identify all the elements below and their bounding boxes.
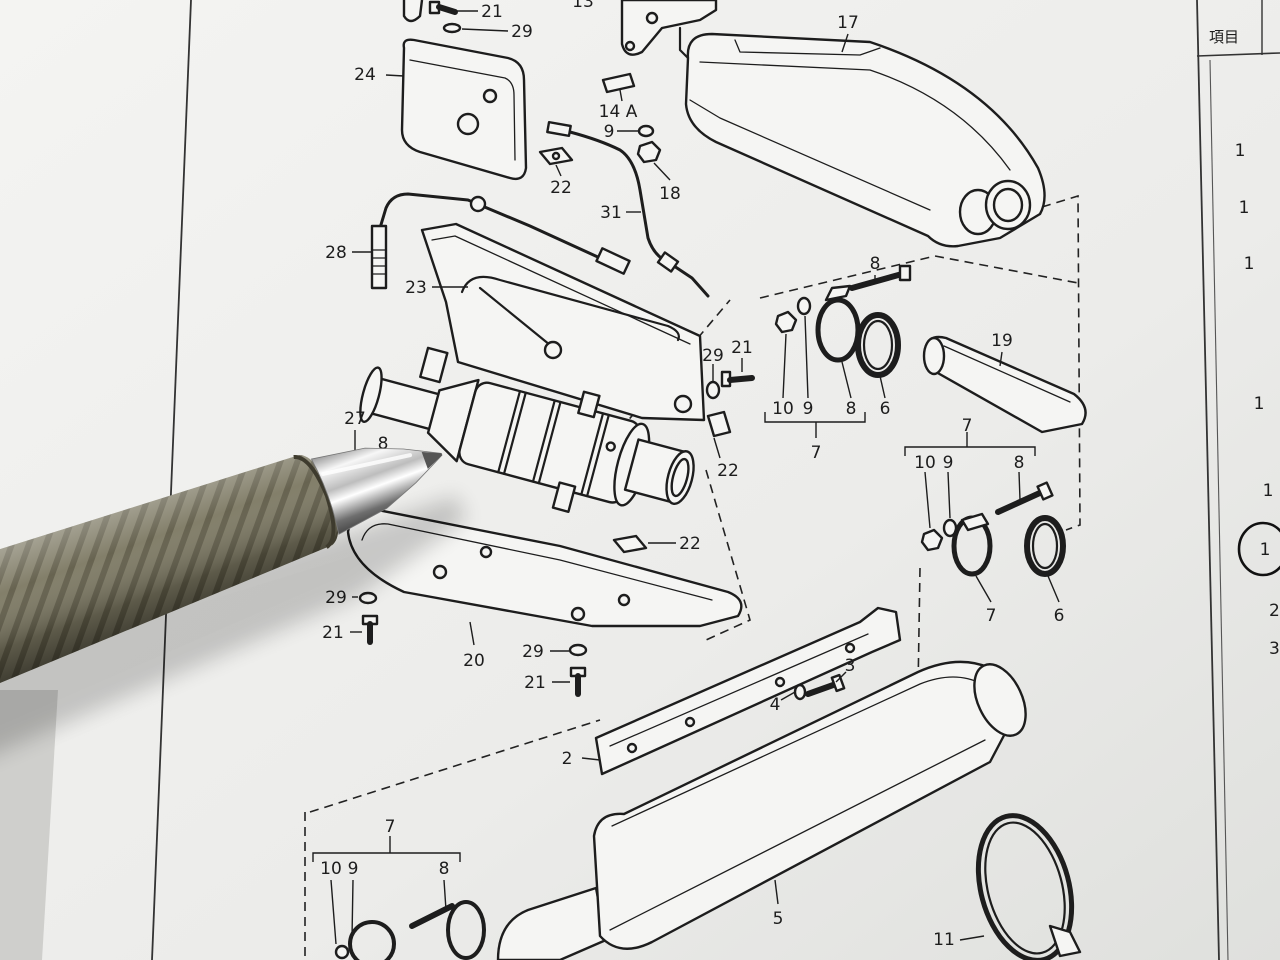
quantity-table: 項目 1 1 1 1 1 1 2 3 bbox=[1196, 0, 1280, 960]
callout-3: 3 bbox=[845, 656, 856, 676]
tail-pipe bbox=[922, 335, 1087, 434]
callout-21: 21 bbox=[322, 623, 344, 643]
quantity-cell: 1 bbox=[1254, 394, 1265, 414]
callout-13: 13 bbox=[572, 0, 594, 12]
catalytic-converter bbox=[359, 346, 695, 513]
clamp-set-right bbox=[920, 481, 1066, 577]
callout-20: 20 bbox=[463, 651, 485, 671]
callout-21: 21 bbox=[481, 2, 503, 22]
quantity-cell: 1 bbox=[1235, 141, 1246, 161]
callout-29: 29 bbox=[511, 22, 533, 42]
quantity-cell-circled: 1 bbox=[1260, 540, 1271, 560]
callout-7: 7 bbox=[986, 606, 997, 626]
rear-muffler bbox=[684, 32, 1046, 248]
quantity-cell: 1 bbox=[1244, 254, 1255, 274]
table-header: 項目 bbox=[1209, 28, 1239, 46]
assembly-dashed-lines bbox=[304, 194, 1081, 960]
bracket-top bbox=[620, 0, 718, 60]
callout-29: 29 bbox=[522, 642, 544, 662]
oxygen-sensor bbox=[370, 192, 631, 290]
small-hardware-middle bbox=[358, 370, 755, 697]
lower-page-edge bbox=[0, 690, 58, 960]
callout-6: 6 bbox=[1054, 606, 1065, 626]
callout-22: 22 bbox=[717, 461, 739, 481]
quantity-cell: 3 bbox=[1269, 639, 1280, 659]
clamp-band bbox=[975, 813, 1082, 960]
callout-31: 31 bbox=[600, 203, 622, 223]
pen-body-shading bbox=[0, 454, 339, 701]
clamp-set-bottom bbox=[334, 900, 486, 960]
callout-29: 29 bbox=[702, 346, 724, 366]
callout-6: 6 bbox=[880, 399, 891, 419]
heat-shield-middle bbox=[420, 222, 706, 422]
pen-point bbox=[421, 451, 442, 469]
callout-4: 4 bbox=[770, 695, 781, 715]
callout-8: 8 bbox=[1014, 453, 1025, 473]
callout-10: 10 bbox=[320, 859, 342, 879]
muffler-bracket bbox=[594, 606, 902, 776]
callout-labels: 21 29 13 17 24 14 A 9 22 18 31 28 23 8 2… bbox=[320, 0, 1064, 950]
callout-2: 2 bbox=[562, 749, 573, 769]
callout-11: 11 bbox=[933, 930, 955, 950]
callout-9: 9 bbox=[604, 122, 615, 142]
top-hardware bbox=[402, 0, 462, 34]
hand-drawn-circle bbox=[1237, 521, 1280, 577]
quantity-cell: 1 bbox=[1239, 198, 1250, 218]
callout-7: 7 bbox=[811, 443, 822, 463]
callout-10: 10 bbox=[914, 453, 936, 473]
sensor-cable bbox=[568, 130, 710, 298]
callout-7: 7 bbox=[962, 416, 973, 436]
frame-border-left bbox=[151, 0, 192, 960]
small-hardware-upper bbox=[538, 72, 662, 166]
callout-7: 7 bbox=[385, 817, 396, 837]
callout-9: 9 bbox=[943, 453, 954, 473]
quantity-cell: 2 bbox=[1269, 601, 1280, 621]
callout-8: 8 bbox=[378, 434, 389, 454]
callout-22: 22 bbox=[550, 178, 572, 198]
callout-14a: 14 A bbox=[599, 102, 638, 122]
pen bbox=[0, 447, 466, 762]
callout-10: 10 bbox=[772, 399, 794, 419]
callout-9: 9 bbox=[348, 859, 359, 879]
callout-24: 24 bbox=[354, 65, 376, 85]
callout-9: 9 bbox=[803, 399, 814, 419]
callout-8: 8 bbox=[870, 254, 881, 274]
pen-shadow bbox=[0, 495, 466, 762]
callout-5: 5 bbox=[773, 909, 784, 929]
callout-28: 28 bbox=[325, 243, 347, 263]
callout-18: 18 bbox=[659, 184, 681, 204]
callout-21: 21 bbox=[524, 673, 546, 693]
callout-27: 27 bbox=[344, 409, 366, 429]
quantity-cell: 1 bbox=[1263, 481, 1274, 501]
callout-23: 23 bbox=[405, 278, 427, 298]
pen-front-ring bbox=[293, 455, 336, 549]
callout-19: 19 bbox=[991, 331, 1013, 351]
callout-17: 17 bbox=[837, 13, 859, 33]
callout-8: 8 bbox=[846, 399, 857, 419]
clamp-set-upper bbox=[774, 264, 912, 378]
heat-shield-upper bbox=[400, 38, 528, 181]
front-muffler bbox=[496, 660, 1027, 960]
callout-21: 21 bbox=[731, 338, 753, 358]
leader-lines bbox=[312, 10, 1060, 945]
callout-22: 22 bbox=[679, 534, 701, 554]
callout-8: 8 bbox=[439, 859, 450, 879]
pen-highlight bbox=[321, 453, 413, 476]
